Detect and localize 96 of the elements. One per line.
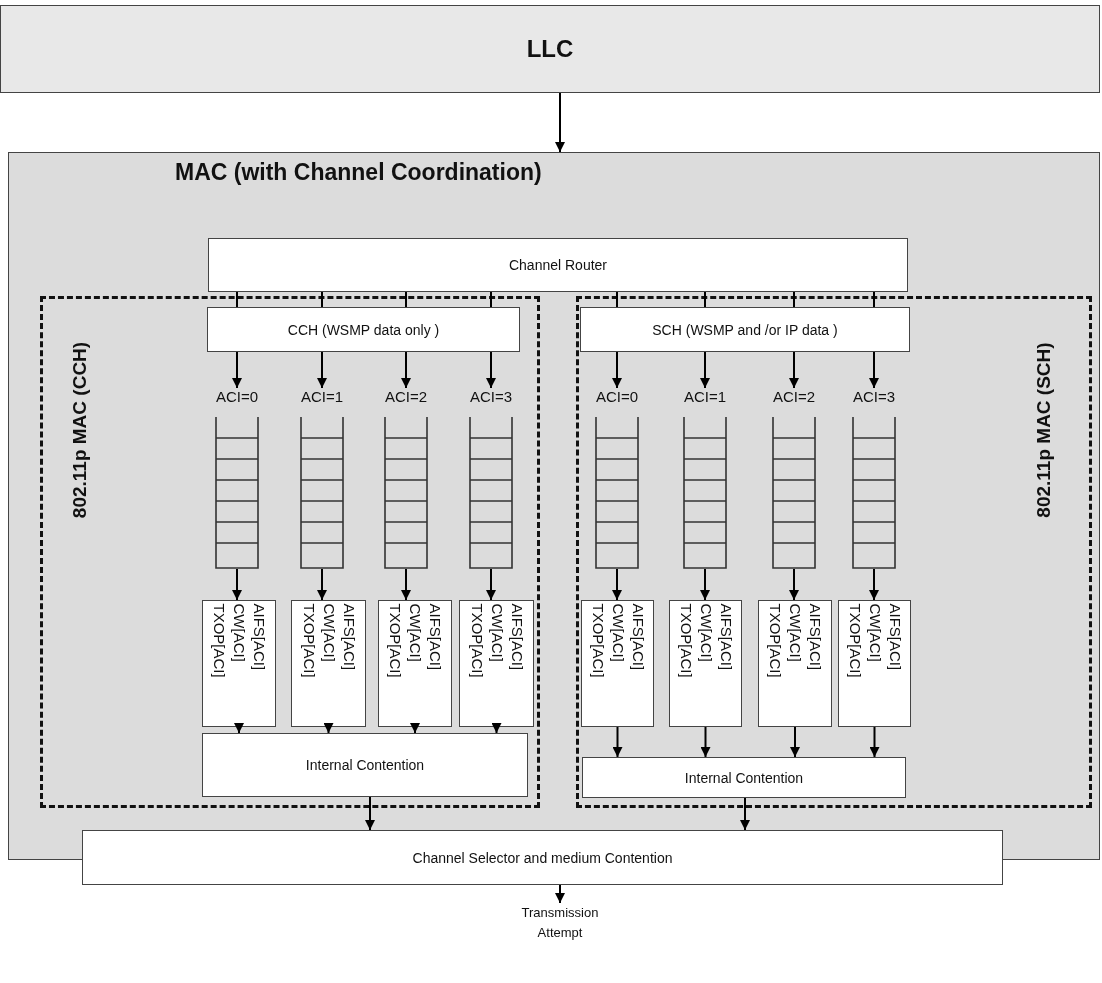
parameter-box [202, 600, 276, 727]
output-label: Transmission Attempt [500, 903, 620, 947]
parameter-box [838, 600, 911, 727]
parameter-box [669, 600, 742, 727]
arrow [317, 351, 327, 389]
arrow [401, 568, 411, 601]
arrow [234, 723, 244, 734]
arrow [486, 568, 496, 601]
layer-box [0, 5, 1100, 93]
parameter-label: TXOP[ACI] [588, 603, 608, 678]
parameter-label: AIFS[ACI] [339, 603, 359, 670]
parameter-label: AIFS[ACI] [628, 603, 648, 670]
parameter-label: AIFS[ACI] [806, 603, 825, 670]
parameter-label: CW[ACI] [786, 603, 805, 662]
parameter-label: TXOP[ACI] [766, 603, 785, 678]
parameter-label: AIFS[ACI] [716, 603, 736, 670]
layer-label: LLC [526, 35, 574, 63]
process-box [207, 307, 520, 352]
parameter-box [291, 600, 366, 727]
arrow [869, 726, 880, 758]
queue-label: ACI=3 [469, 388, 513, 405]
arrow [869, 351, 879, 389]
dashed-group-box [576, 296, 1092, 808]
box-label: SCH (WSMP and /or IP data ) [652, 321, 838, 338]
parameter-label: AIFS[ACI] [250, 603, 269, 670]
group-label: 802.11p MAC (SCH) [1033, 342, 1055, 518]
box-label: CCH (WSMP data only ) [287, 321, 440, 338]
box-label: Channel Router [508, 257, 608, 273]
connector-line [616, 291, 618, 308]
arrow [232, 568, 242, 601]
arrow [740, 797, 750, 831]
arrow [232, 351, 242, 389]
parameter-label: AIFS[ACI] [426, 603, 445, 670]
connector-line [793, 291, 795, 308]
parameter-label: CW[ACI] [230, 603, 249, 662]
box-label: Internal Contention [684, 769, 804, 786]
parameter-label: TXOP[ACI] [210, 603, 229, 678]
parameter-label: TXOP[ACI] [299, 603, 319, 678]
parameter-box [378, 600, 452, 727]
arrow [790, 726, 800, 758]
arrow [323, 723, 334, 734]
connector-line [405, 291, 407, 308]
arrow [700, 726, 711, 758]
arrow [365, 796, 375, 831]
box-label: Internal Contention [305, 757, 425, 773]
dashed-group-box [40, 296, 540, 808]
queue-label: ACI=1 [300, 388, 344, 405]
parameter-label: TXOP[ACI] [845, 603, 865, 678]
box-label: Channel Selector and medium Contention [412, 849, 673, 866]
process-box [582, 757, 906, 798]
arrow [612, 726, 623, 758]
queue-label: ACI=0 [215, 388, 259, 405]
arrow [410, 723, 420, 734]
connector-line [236, 291, 238, 308]
arrow [789, 351, 799, 389]
queue-label: ACI=2 [384, 388, 428, 405]
arrow [486, 351, 496, 389]
queue-label: ACI=2 [772, 388, 816, 405]
parameter-label: CW[ACI] [487, 603, 507, 662]
parameter-label: CW[ACI] [865, 603, 885, 662]
parameter-label: TXOP[ACI] [467, 603, 487, 678]
parameter-label: CW[ACI] [319, 603, 339, 662]
arrow [317, 568, 327, 601]
parameter-box [459, 600, 534, 727]
parameter-label: TXOP[ACI] [676, 603, 696, 678]
parameter-box [581, 600, 654, 727]
parameter-box [758, 600, 832, 727]
arrow [555, 92, 565, 153]
arrow [789, 568, 799, 601]
process-box [82, 830, 1003, 885]
parameter-label: CW[ACI] [696, 603, 716, 662]
arrow [612, 351, 622, 389]
parameter-label: TXOP[ACI] [386, 603, 405, 678]
process-box [202, 733, 528, 797]
parameter-label: AIFS[ACI] [885, 603, 905, 670]
arrow [491, 723, 502, 734]
group-label: 802.11p MAC (CCH) [69, 341, 91, 519]
panel-title: MAC (with Channel Coordination) [175, 158, 542, 186]
arrow [869, 568, 879, 601]
parameter-label: AIFS[ACI] [507, 603, 527, 670]
arrow [700, 568, 710, 601]
arrow [555, 884, 565, 904]
connector-line [873, 291, 875, 308]
connector-line [704, 291, 706, 308]
arrow [612, 568, 622, 601]
connector-line [321, 291, 323, 308]
process-box [580, 307, 910, 352]
queue-label: ACI=0 [595, 388, 639, 405]
parameter-label: CW[ACI] [406, 603, 425, 662]
arrow [700, 351, 710, 389]
queue-label: ACI=1 [683, 388, 727, 405]
parameter-label: CW[ACI] [608, 603, 628, 662]
queue-label: ACI=3 [852, 388, 896, 405]
arrow [401, 351, 411, 389]
process-box [208, 238, 908, 292]
connector-line [490, 291, 492, 308]
